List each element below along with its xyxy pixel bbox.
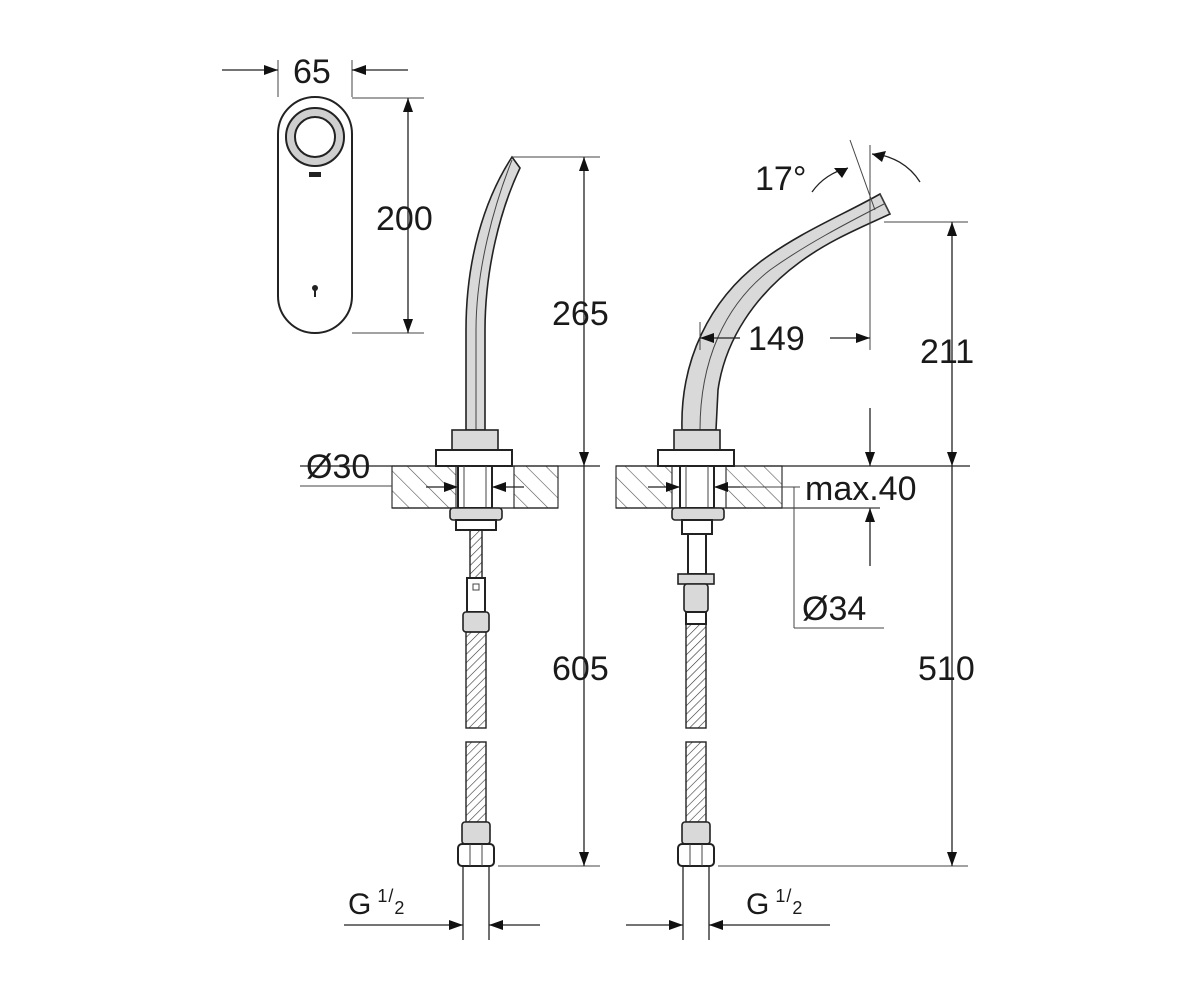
nut-side-2 [455,519,497,531]
dim-below-deck-front: 510 [918,650,975,688]
spout-side [465,155,521,431]
dim-angle: 17° [755,160,806,198]
spout-front [681,192,892,431]
dim-spout-height-side: 265 [552,295,609,333]
connector-front [677,573,715,585]
threaded-rod-side [469,529,483,579]
top-view: 65 200 [222,53,433,334]
dim-hole-left: Ø30 [306,448,370,486]
spout-base-side [451,429,499,451]
connector-nut-side [462,611,490,633]
dim-reach: 149 [748,320,805,358]
plate-ring-inner [294,116,336,158]
hose-front-lower [685,741,707,823]
dim-height-top: 200 [376,200,433,238]
shank-side [457,465,493,509]
dim-width-top: 65 [293,53,331,91]
nut-side [449,507,503,521]
hose-side-lower [465,741,487,823]
hose-front-upper [685,623,707,729]
spout-base-front [673,429,721,451]
dim-below-deck-side: 605 [552,650,609,688]
plate-sensor-mark [309,172,321,177]
spout-flange-front [657,449,735,467]
nut-front [671,507,725,521]
dim-deck-thickness: max.40 [805,470,917,508]
plate-screw-icon [312,285,318,297]
hose-side-upper [465,631,487,729]
spout-flange-side [435,449,513,467]
shank-front [679,465,715,509]
dim-hole-right: Ø34 [802,590,866,628]
dim-spout-height-front: 211 [920,333,974,371]
hose-nut-side [461,821,491,845]
hose-nut-front [681,821,711,845]
